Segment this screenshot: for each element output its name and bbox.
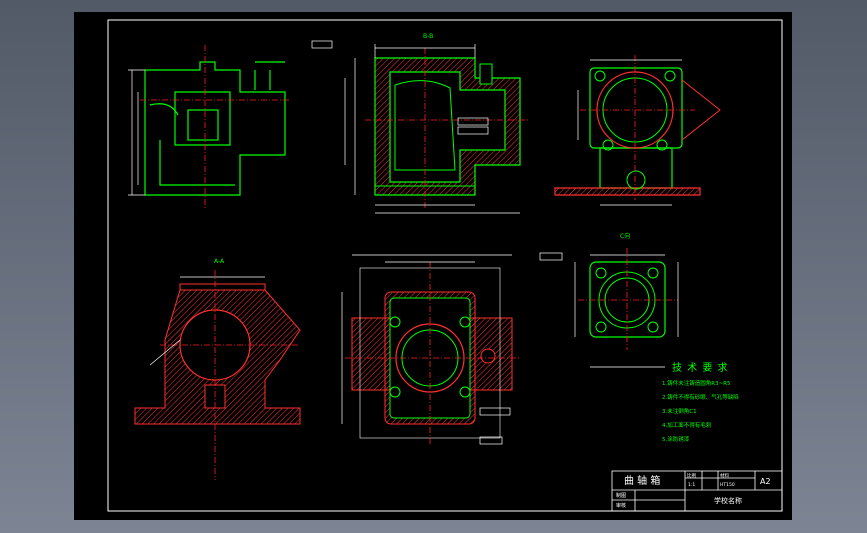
tolerance-frame xyxy=(311,40,333,49)
title-block xyxy=(611,470,783,512)
boss-hole xyxy=(626,170,646,190)
bolt-hole xyxy=(602,139,614,151)
tech-req-line: 3.未注倒角C1 xyxy=(662,407,697,415)
tb-material-label: 材料 xyxy=(720,472,729,479)
technical-requirements: 技 术 要 求 1.铸件未注铸造圆角R3~R5 2.铸件不得有砂眼、气孔等缺陷 … xyxy=(662,361,739,443)
view-top-center xyxy=(351,267,513,439)
tech-req-line: 5.涂防锈漆 xyxy=(662,435,690,443)
tb-drawn-label: 制图 xyxy=(616,492,626,499)
tb-sheet-size: A2 xyxy=(760,477,771,486)
tb-material-value: HT150 xyxy=(720,482,735,488)
bolt-hole xyxy=(594,70,606,82)
bolt-hole xyxy=(664,70,676,82)
view-label-aa: A-A xyxy=(214,258,225,265)
view-front-right xyxy=(554,67,701,196)
tolerance-frame xyxy=(479,407,511,416)
tolerance-frame xyxy=(457,126,489,135)
view-label-c: C向 xyxy=(620,232,630,240)
view-section-center xyxy=(374,57,521,196)
tolerance-frame xyxy=(539,252,563,261)
tech-req-line: 4.加工面不得有毛刺 xyxy=(662,421,712,429)
view-detail-c xyxy=(589,261,666,338)
drawing-frame xyxy=(107,19,783,512)
tech-req-line: 2.铸件不得有砂眼、气孔等缺陷 xyxy=(662,393,739,401)
view-section-left xyxy=(134,283,301,425)
tb-part-name: 曲 轴 箱 xyxy=(624,474,660,487)
tb-scale-value: 1:1 xyxy=(688,482,695,488)
tb-checked-label: 审核 xyxy=(616,502,626,509)
tb-scale-label: 比例 xyxy=(687,472,696,479)
tech-req-line: 1.铸件未注铸造圆角R3~R5 xyxy=(662,379,731,387)
tb-school: 学校名称 xyxy=(714,496,742,505)
view-label-bb: B-B xyxy=(423,33,433,40)
tech-req-title: 技 术 要 求 xyxy=(672,361,729,374)
tolerance-frame xyxy=(479,436,503,445)
bolt-hole xyxy=(656,139,668,151)
view-side-left xyxy=(144,61,286,196)
tolerance-frame xyxy=(457,117,489,126)
